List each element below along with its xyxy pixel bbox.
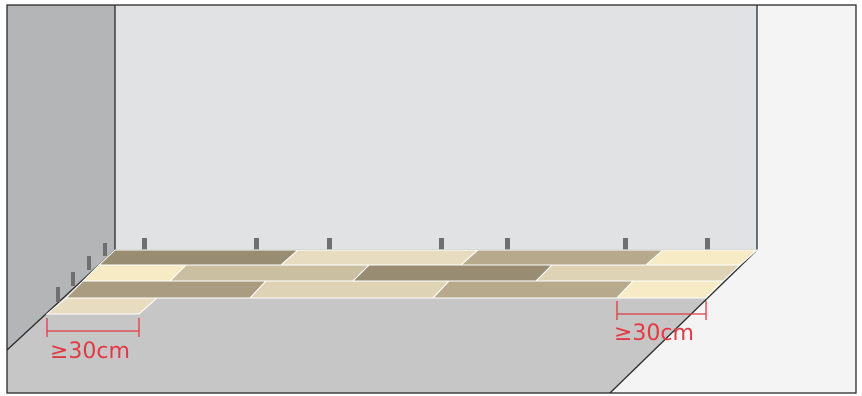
tile bbox=[81, 264, 188, 282]
spacer bbox=[623, 238, 628, 250]
dimension-right bbox=[616, 301, 707, 320]
tile bbox=[431, 280, 635, 299]
tile bbox=[615, 280, 725, 299]
spacer bbox=[71, 272, 75, 286]
outer-frame bbox=[6, 4, 857, 394]
floor-tiles bbox=[45, 249, 759, 315]
dimension-left-label: ≥30cm bbox=[50, 339, 130, 364]
tile bbox=[279, 249, 480, 266]
tile bbox=[168, 264, 371, 282]
tile bbox=[248, 280, 451, 299]
tile bbox=[64, 280, 268, 299]
back-wall bbox=[115, 5, 757, 250]
spacer bbox=[142, 238, 147, 250]
spacer bbox=[254, 238, 259, 250]
dimension-right-label: ≥30cm bbox=[614, 321, 694, 346]
tile bbox=[351, 264, 554, 282]
right-wall bbox=[610, 5, 856, 393]
tile bbox=[534, 264, 742, 282]
left-wall-spacers bbox=[56, 243, 107, 302]
spacer bbox=[87, 256, 91, 270]
back-wall-spacers bbox=[142, 238, 710, 250]
tile bbox=[459, 249, 665, 266]
spacer bbox=[705, 238, 710, 250]
floor-right-edge bbox=[609, 249, 758, 394]
spacer bbox=[505, 238, 510, 250]
spacer bbox=[56, 287, 60, 302]
spacer bbox=[439, 238, 444, 250]
tile bbox=[45, 297, 159, 315]
tile bbox=[644, 249, 759, 266]
dimension-left bbox=[46, 318, 140, 337]
tile bbox=[97, 249, 300, 266]
spacer bbox=[327, 238, 332, 250]
spacer bbox=[103, 243, 107, 256]
